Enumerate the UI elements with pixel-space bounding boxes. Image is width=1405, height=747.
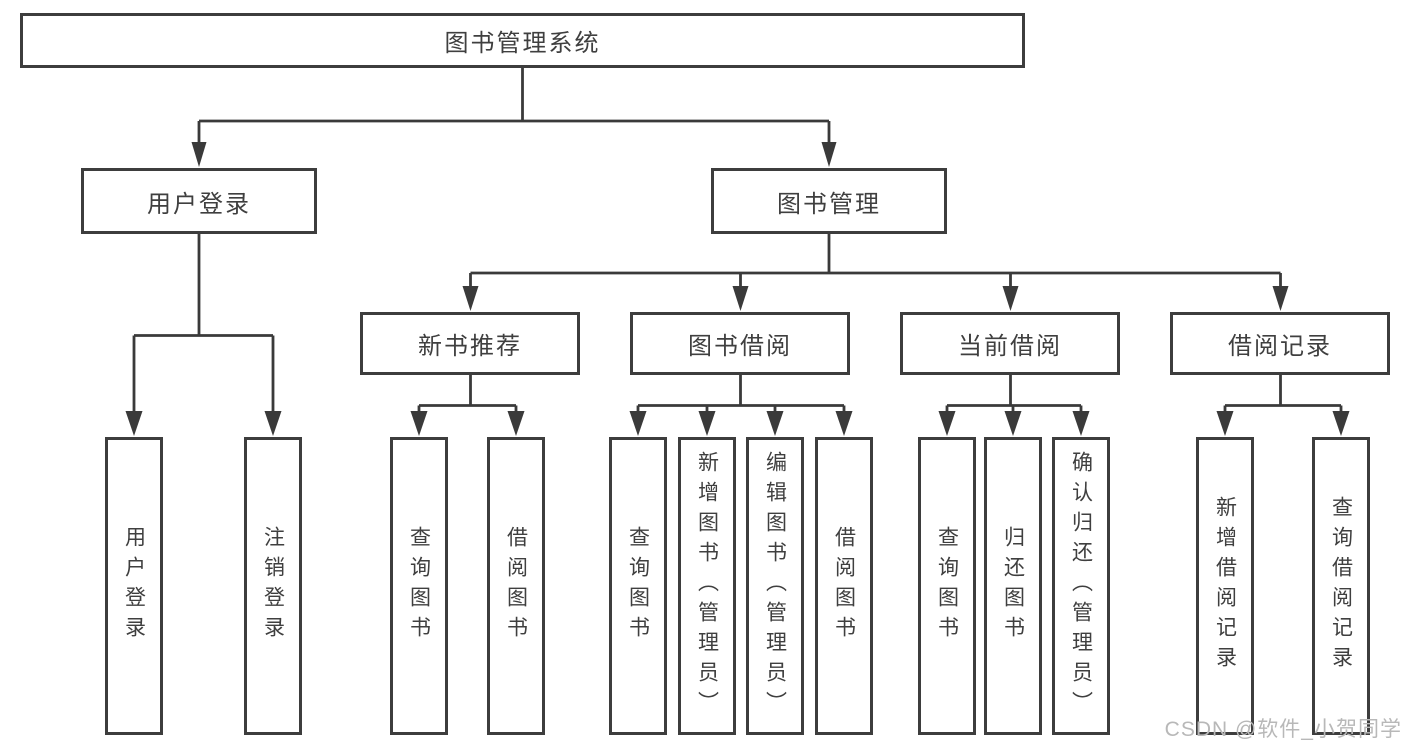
leaf-label: 归还图书	[1001, 526, 1025, 646]
node-leaf-confirm-return-admin: 确认归还（管理员）	[1052, 437, 1110, 735]
leaf-label: 查询借阅记录	[1329, 496, 1353, 676]
node-book-borrowing: 图书借阅	[630, 312, 850, 375]
node-library-system-label: 图书管理系统	[444, 30, 601, 57]
connector-user-login-to-leaves	[125, 234, 282, 436]
node-leaf-borrow-books: 借阅图书	[487, 437, 545, 735]
leaf-label: 查询图书	[935, 526, 959, 646]
leaf-label: 编辑图书（管理员）	[763, 451, 787, 721]
connector-borrowing-records-to-leaves	[1216, 375, 1350, 436]
node-leaf-add-books-admin: 新增图书（管理员）	[678, 437, 736, 735]
connector-book-management-to-level3	[462, 234, 1289, 311]
node-user-login-label: 用户登录	[147, 190, 251, 218]
leaf-label: 用户登录	[122, 526, 146, 646]
leaf-label: 注销登录	[261, 526, 285, 646]
leaf-label: 确认归还（管理员）	[1069, 451, 1093, 721]
node-leaf-edit-books-admin: 编辑图书（管理员）	[746, 437, 804, 735]
node-leaf-query-books-3: 查询图书	[918, 437, 976, 735]
csdn-watermark: CSDN @软件_小贺同学	[1164, 718, 1402, 741]
leaf-label: 查询图书	[407, 526, 431, 646]
connector-book-borrowing-to-leaves	[629, 375, 853, 436]
leaf-label: 新增借阅记录	[1213, 496, 1237, 676]
node-leaf-query-borrow-record: 查询借阅记录	[1312, 437, 1370, 735]
node-leaf-borrow-books-2: 借阅图书	[815, 437, 873, 735]
node-borrowing-records: 借阅记录	[1170, 312, 1390, 375]
node-leaf-user-login-action: 用户登录	[105, 437, 163, 735]
node-borrowing-records-label: 借阅记录	[1228, 333, 1332, 360]
node-leaf-query-books-2: 查询图书	[609, 437, 667, 735]
node-library-system: 图书管理系统	[20, 13, 1025, 68]
node-book-borrowing-label: 图书借阅	[688, 333, 792, 360]
node-new-book-recommendation: 新书推荐	[360, 312, 580, 375]
connector-new-book-to-leaves	[410, 375, 525, 436]
node-current-borrowing: 当前借阅	[900, 312, 1120, 375]
leaf-label: 借阅图书	[832, 526, 856, 646]
node-book-management: 图书管理	[711, 168, 947, 234]
connector-current-borrowing-to-leaves	[938, 375, 1090, 436]
node-leaf-add-borrow-record: 新增借阅记录	[1196, 437, 1254, 735]
node-leaf-logout-action: 注销登录	[244, 437, 302, 735]
node-book-management-label: 图书管理	[777, 190, 881, 218]
node-leaf-query-books: 查询图书	[390, 437, 448, 735]
connector-root-to-level2	[191, 68, 837, 167]
node-leaf-return-books: 归还图书	[984, 437, 1042, 735]
node-new-book-recommendation-label: 新书推荐	[418, 333, 522, 360]
leaf-label: 借阅图书	[504, 526, 528, 646]
node-user-login: 用户登录	[81, 168, 317, 234]
leaf-label: 新增图书（管理员）	[695, 451, 719, 721]
node-current-borrowing-label: 当前借阅	[958, 333, 1062, 360]
leaf-label: 查询图书	[626, 526, 650, 646]
